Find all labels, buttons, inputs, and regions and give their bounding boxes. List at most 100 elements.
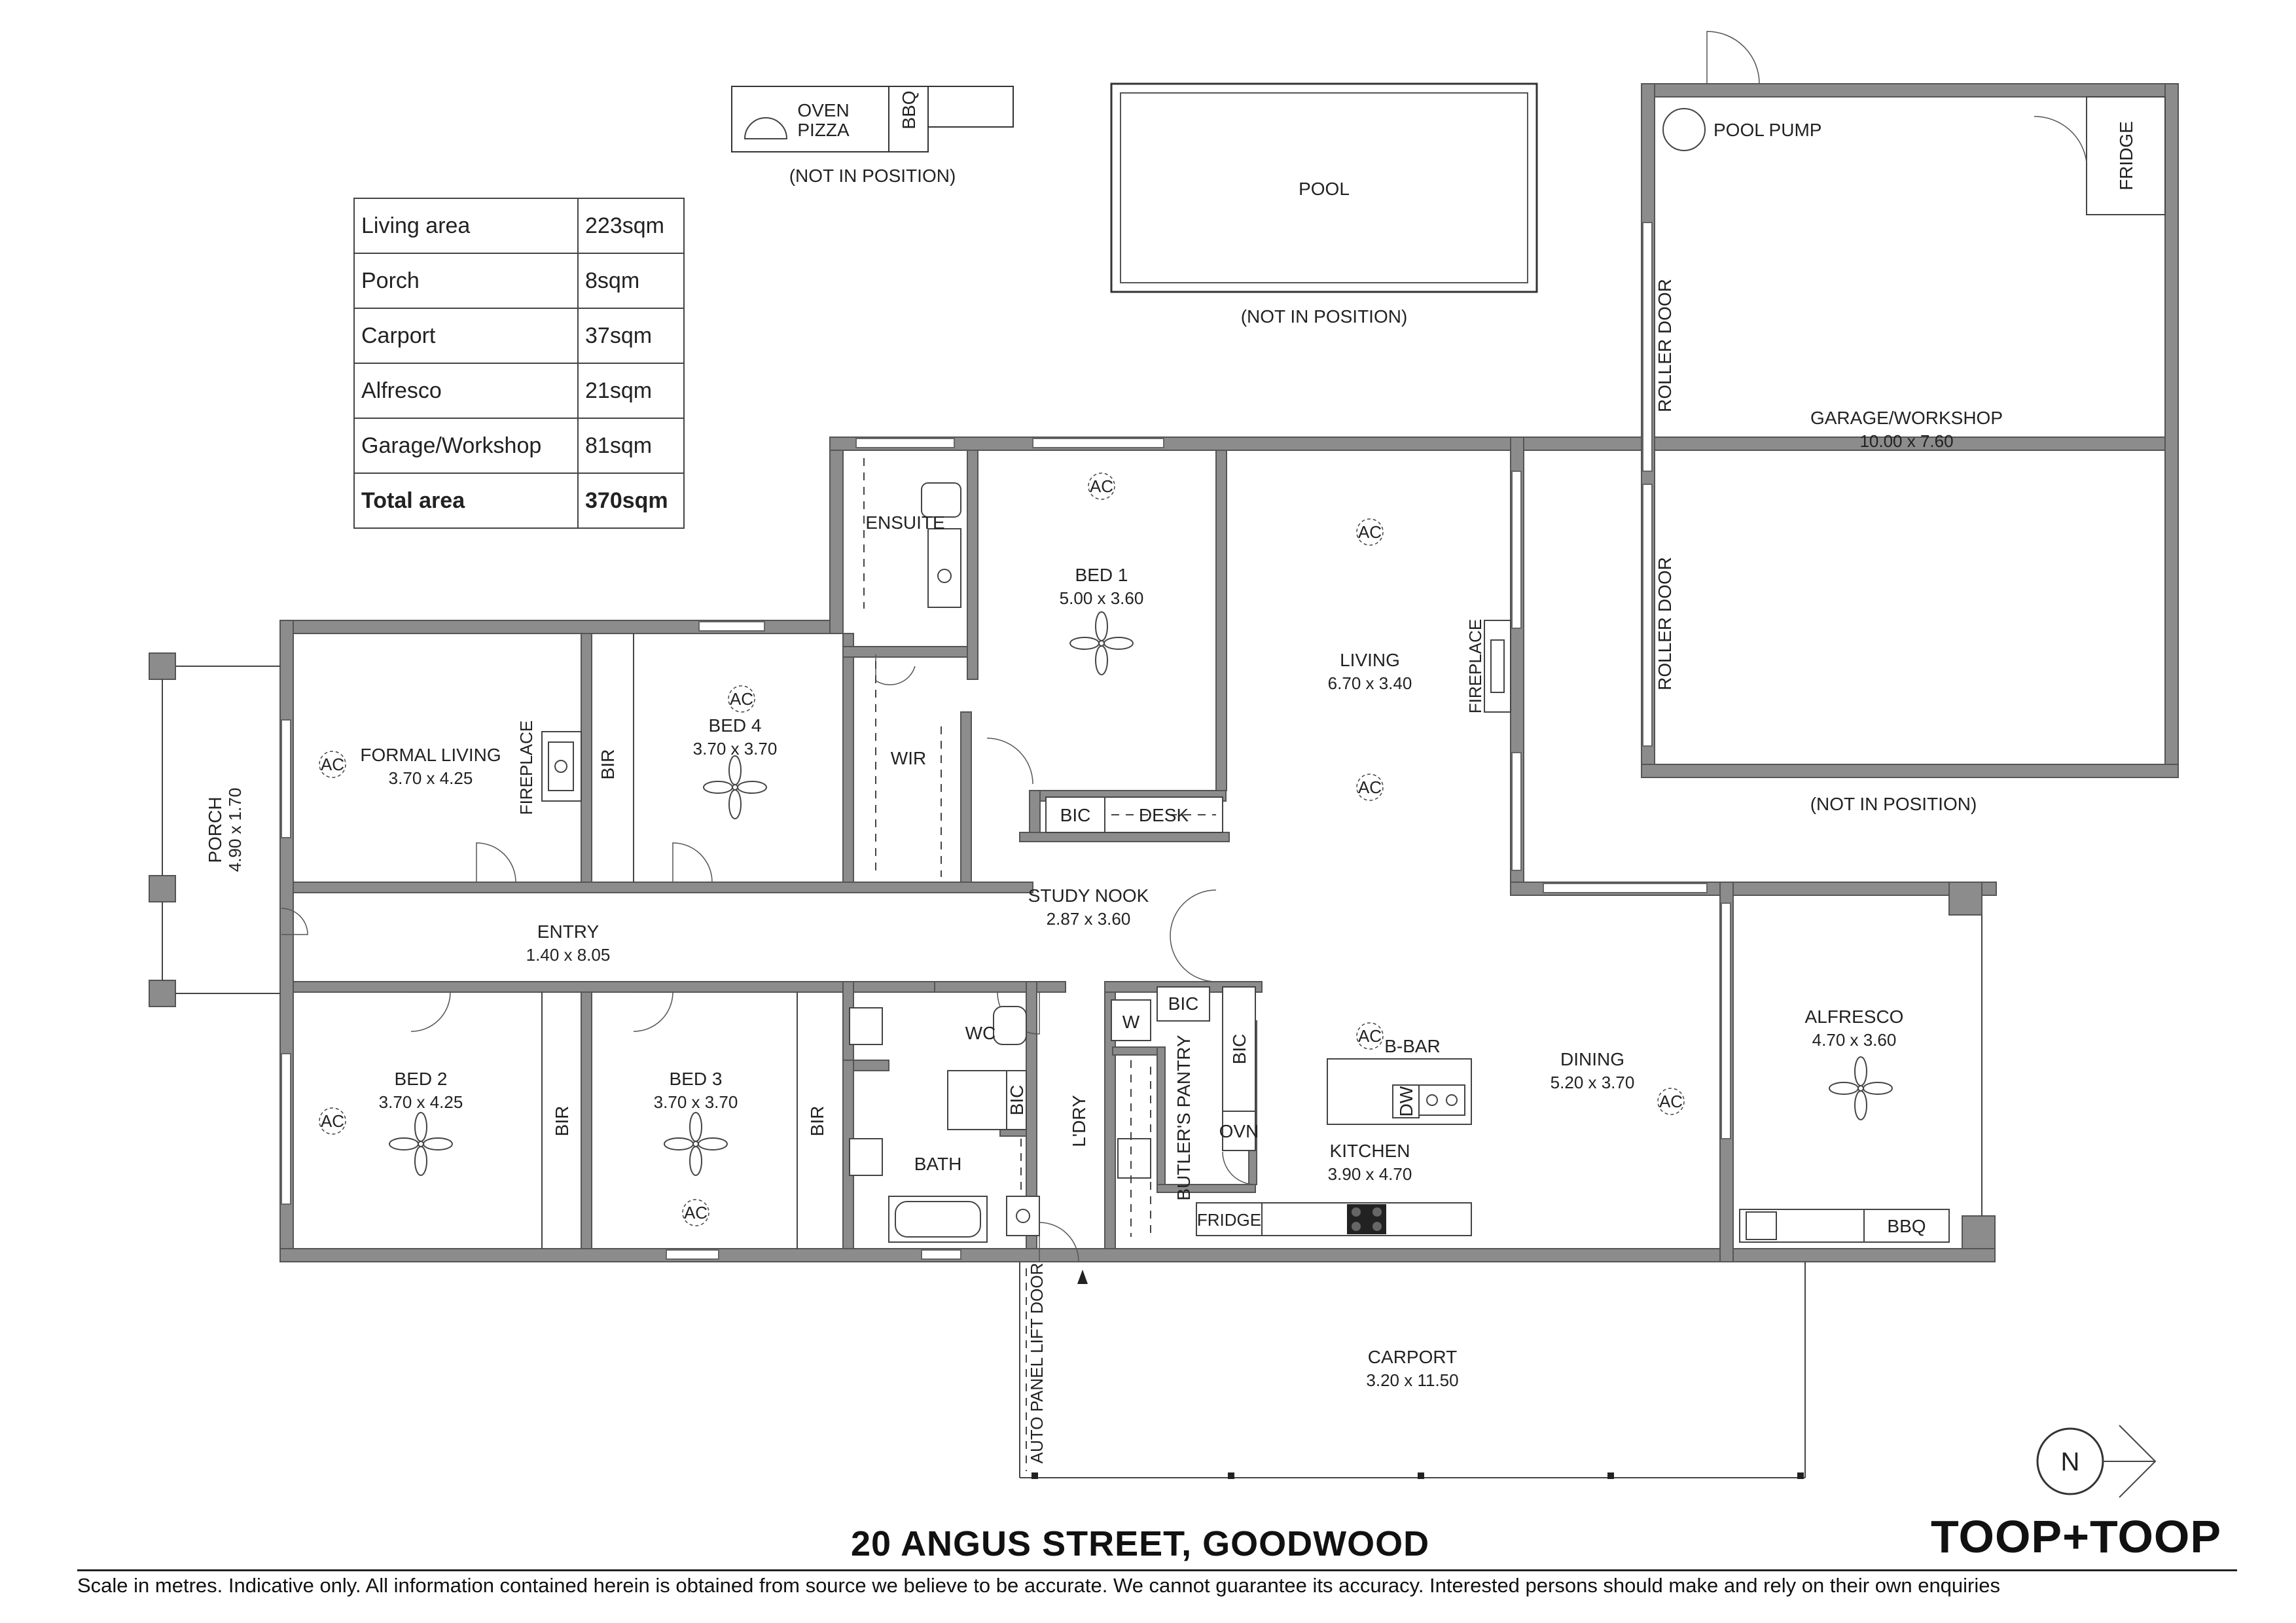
area-value: 21sqm <box>577 363 685 419</box>
dw-label: DW <box>1396 1086 1416 1116</box>
pool-outline <box>1110 82 1538 293</box>
area-value: 81sqm <box>577 418 685 474</box>
ac-label: AC <box>684 1203 708 1222</box>
bed3-dims: 3.70 x 3.70 <box>654 1092 738 1112</box>
alfresco-name: ALFRESCO <box>1805 1007 1904 1027</box>
north-label: N <box>2061 1448 2080 1476</box>
porch-name: PORCH <box>205 796 225 863</box>
ac-label: AC <box>321 1111 344 1131</box>
ac-label: AC <box>730 689 753 709</box>
oven-label: OVEN <box>797 100 849 120</box>
study-dims: 2.87 x 3.60 <box>1047 909 1131 929</box>
bir-label-bed3: BIR <box>807 1106 827 1137</box>
windows <box>281 438 1731 1260</box>
bir-label-bed4: BIR <box>598 749 618 780</box>
living-name: LIVING <box>1340 650 1400 670</box>
not-in-position-pool: (NOT IN POSITION) <box>1241 306 1408 327</box>
bath-label: BATH <box>914 1154 962 1174</box>
ac-label: AC <box>1090 476 1113 496</box>
disclaimer-text: Scale in metres. Indicative only. All in… <box>77 1574 2001 1597</box>
wir-label: WIR <box>891 748 926 768</box>
fireplace-label-living: FIREPLACE <box>1465 619 1485 714</box>
bbq-label-alfresco: BBQ <box>1887 1216 1926 1236</box>
room-labels: BED 1 5.00 x 3.60 FORMAL LIVING 3.70 x 4… <box>205 408 2003 1390</box>
area-value: 370sqm <box>577 473 685 529</box>
bic-label-bath: BIC <box>1007 1085 1027 1116</box>
carport-dims: 3.20 x 11.50 <box>1366 1370 1458 1390</box>
not-in-position-garage: (NOT IN POSITION) <box>1810 794 1977 814</box>
brand-logo: TOOP+TOOP <box>1931 1511 2222 1562</box>
living-dims: 6.70 x 3.40 <box>1328 673 1412 693</box>
bed4-name: BED 4 <box>709 715 762 736</box>
ac-label: AC <box>1659 1092 1683 1111</box>
laundry-label: L'DRY <box>1069 1095 1089 1147</box>
bed2-dims: 3.70 x 4.25 <box>379 1092 463 1112</box>
roller-door-label-1: ROLLER DOOR <box>1655 279 1675 412</box>
north-arrow <box>2036 1425 2157 1498</box>
fridge-label-kitchen: FRIDGE <box>1197 1210 1261 1230</box>
pizza-oven-outline <box>731 86 1014 152</box>
kitchen-dims: 3.90 x 4.70 <box>1328 1164 1412 1184</box>
auto-door-label: AUTO PANEL LIFT DOOR <box>1027 1263 1047 1464</box>
bed1-dims: 5.00 x 3.60 <box>1060 588 1144 608</box>
not-in-position-oven: (NOT IN POSITION) <box>789 166 956 186</box>
fridge-label-garage: FRIDGE <box>2116 121 2136 190</box>
area-value: 37sqm <box>577 308 685 364</box>
area-label: Alfresco <box>353 363 579 419</box>
area-label: Living area <box>353 198 579 254</box>
alfresco-dims: 4.70 x 3.60 <box>1812 1030 1897 1050</box>
carport-name: CARPORT <box>1368 1347 1457 1367</box>
formal-living-dims: 3.70 x 4.25 <box>389 768 473 788</box>
area-label: Total area <box>353 473 579 529</box>
bed4-dims: 3.70 x 3.70 <box>693 739 778 758</box>
dining-dims: 5.20 x 3.70 <box>1551 1073 1635 1092</box>
ac-label: AC <box>1358 777 1382 797</box>
butlers-pantry-label: BUTLER'S PANTRY <box>1174 1035 1194 1201</box>
garage-name: GARAGE/WORKSHOP <box>1810 408 2003 428</box>
kitchen-name: KITCHEN <box>1330 1141 1410 1161</box>
area-label: Porch <box>353 253 579 309</box>
w-label: W <box>1122 1012 1140 1032</box>
bbq-label-outdoor: BBQ <box>899 90 919 129</box>
wc-label: WC <box>965 1023 996 1043</box>
fixture-labels: ENSUITE WIR BIR BIR BIR BIC DESK WC BATH… <box>321 90 2136 1476</box>
pizza-label: PIZZA <box>797 120 850 140</box>
fixtures <box>541 458 1950 1249</box>
bbar-label: B-BAR <box>1384 1036 1441 1056</box>
bed2-name: BED 2 <box>395 1069 448 1089</box>
garage-dims: 10.00 x 7.60 <box>1859 431 1953 451</box>
property-address: 20 ANGUS STREET, GOODWOOD <box>851 1524 1430 1563</box>
area-label: Carport <box>353 308 579 364</box>
porch-outline <box>149 652 280 1007</box>
bic-label-kitchen-top: BIC <box>1168 993 1199 1014</box>
area-label: Garage/Workshop <box>353 418 579 474</box>
area-value: 8sqm <box>577 253 685 309</box>
ovn-label: OVN <box>1219 1121 1259 1141</box>
bir-label-bed2: BIR <box>552 1106 572 1137</box>
porch-dims: 4.90 x 1.70 <box>225 788 245 872</box>
dining-name: DINING <box>1560 1049 1624 1069</box>
bed1-name: BED 1 <box>1075 565 1128 585</box>
bed3-name: BED 3 <box>670 1069 723 1089</box>
ac-label: AC <box>321 755 344 774</box>
entry-name: ENTRY <box>537 921 600 942</box>
pool-pump-label: POOL PUMP <box>1713 120 1821 140</box>
ensuite-label: ENSUITE <box>865 512 944 533</box>
formal-living-name: FORMAL LIVING <box>360 745 501 765</box>
entry-dims: 1.40 x 8.05 <box>526 945 611 965</box>
fireplace-label-formal: FIREPLACE <box>516 721 536 815</box>
desk-label: DESK <box>1139 805 1189 825</box>
pool-label: POOL <box>1299 179 1350 199</box>
bic-label-kitchen-side: BIC <box>1229 1034 1249 1065</box>
footer-divider <box>77 1569 2237 1571</box>
roller-door-label-2: ROLLER DOOR <box>1655 557 1675 690</box>
carport-outline <box>1019 1262 1806 1479</box>
ac-label: AC <box>1358 522 1382 542</box>
